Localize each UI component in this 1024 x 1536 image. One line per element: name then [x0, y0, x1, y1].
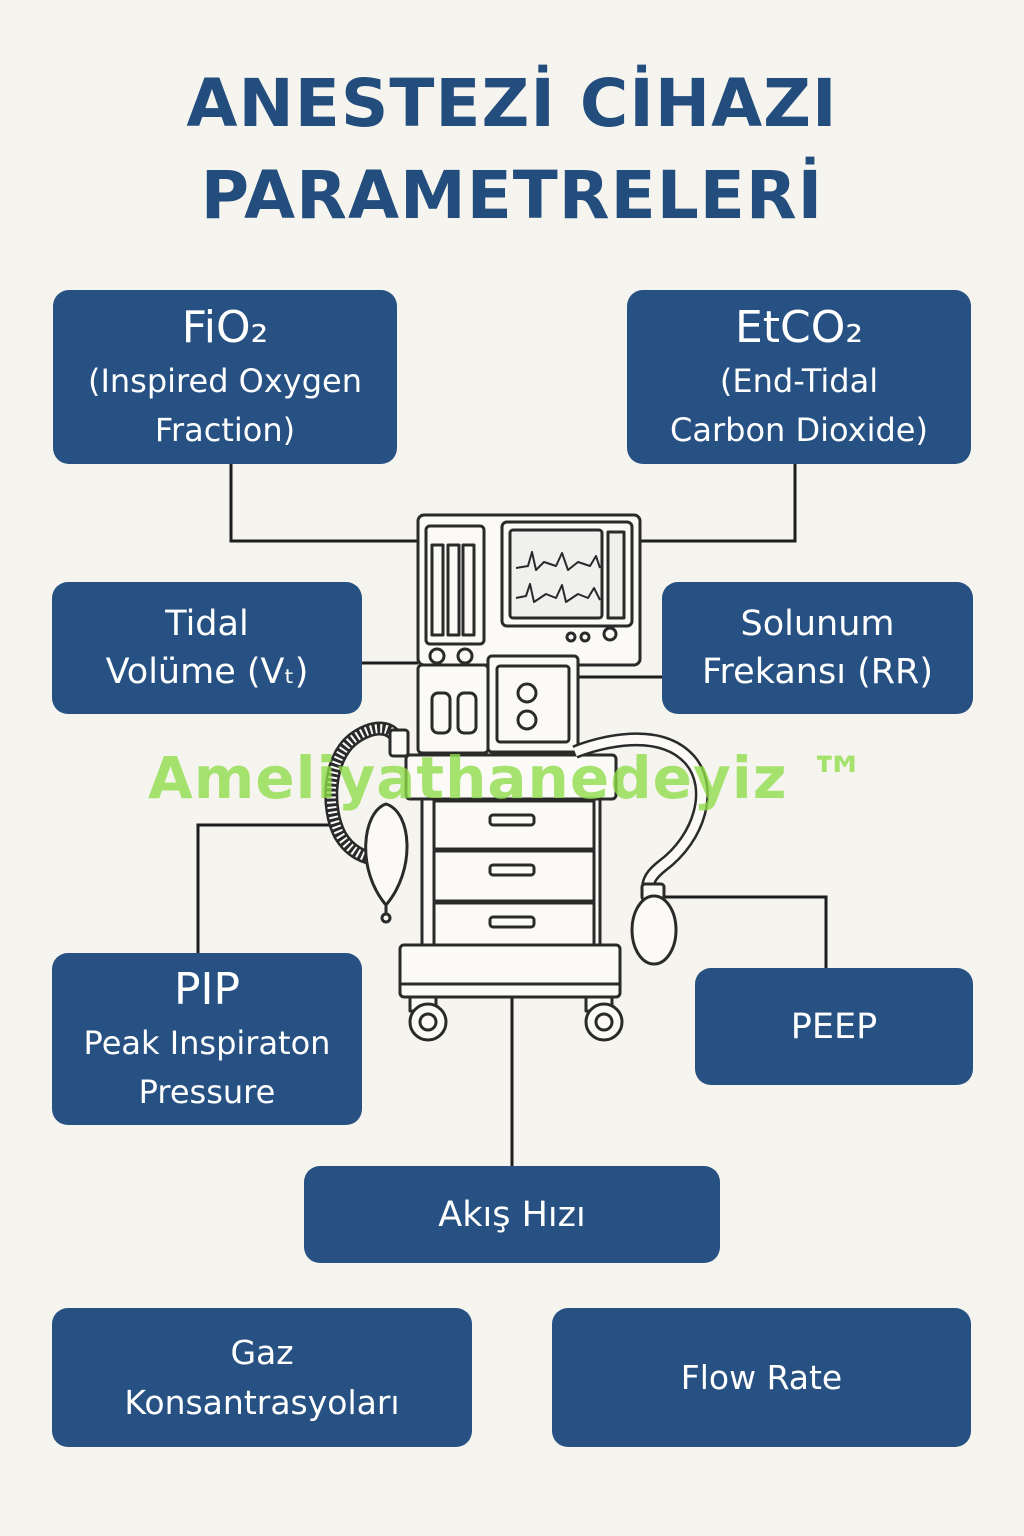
fio2-box: FiO₂ (Inspired Oxygen Fraction) [53, 290, 397, 464]
tidal-volume-line-2: Volüme (Vₜ) [105, 652, 309, 692]
tidal-volume-line-1: Tidal [165, 604, 249, 644]
connector-fio2 [229, 462, 418, 543]
machine-drawing [324, 513, 709, 1042]
pip-sub-line-1: Peak Inspiraton [83, 1024, 331, 1062]
etco2-sub-line-2: Carbon Dioxide) [670, 411, 928, 449]
peep-box: PEEP [695, 968, 973, 1085]
fio2-sub-line-1: (Inspired Oxygen [87, 362, 363, 400]
etco2-sub-line-1: (End-Tidal [719, 362, 879, 400]
watermark-text: Ameliyathanedeyiz ™ [148, 744, 868, 812]
etco2-label: EtCO₂ [734, 302, 864, 353]
title-line-2: PARAMETRELERİ [200, 157, 824, 234]
flow-speed-label: Akış Hızı [438, 1194, 586, 1235]
page-title: ANESTEZİ CİHAZI PARAMETRELERİ [0, 58, 1024, 242]
pip-label: PIP [173, 964, 241, 1015]
pip-sub-line-2: Pressure [138, 1073, 276, 1111]
title-line-1: ANESTEZİ CİHAZI [186, 65, 838, 142]
connector-peep [660, 895, 828, 968]
flow-rate-box: Flow Rate [552, 1308, 971, 1447]
gas-concentrations-box: Gaz Konsantrasyoları [52, 1308, 472, 1447]
fio2-sub-line-2: Fraction) [154, 411, 296, 449]
connector-etco2 [640, 462, 797, 543]
flow-rate-label: Flow Rate [680, 1357, 843, 1397]
gas-concentrations-line-2: Konsantrasyoları [124, 1382, 400, 1422]
respiratory-rate-line-1: Solunum [740, 604, 895, 644]
etco2-box: EtCO₂ (End-Tidal Carbon Dioxide) [627, 290, 971, 464]
peep-label: PEEP [790, 1006, 878, 1047]
connector-pip [196, 823, 330, 954]
gas-concentrations-line-1: Gaz [230, 1332, 294, 1372]
flow-speed-box: Akış Hızı [304, 1166, 720, 1263]
fio2-label: FiO₂ [181, 302, 269, 353]
tidal-volume-box: Tidal Volüme (Vₜ) [52, 582, 362, 714]
respiratory-rate-line-2: Frekansı (RR) [701, 652, 934, 692]
respiratory-rate-box: Solunum Frekansı (RR) [662, 582, 973, 714]
connector-lines [196, 462, 828, 1166]
pip-box: PIP Peak Inspiraton Pressure [52, 953, 362, 1125]
